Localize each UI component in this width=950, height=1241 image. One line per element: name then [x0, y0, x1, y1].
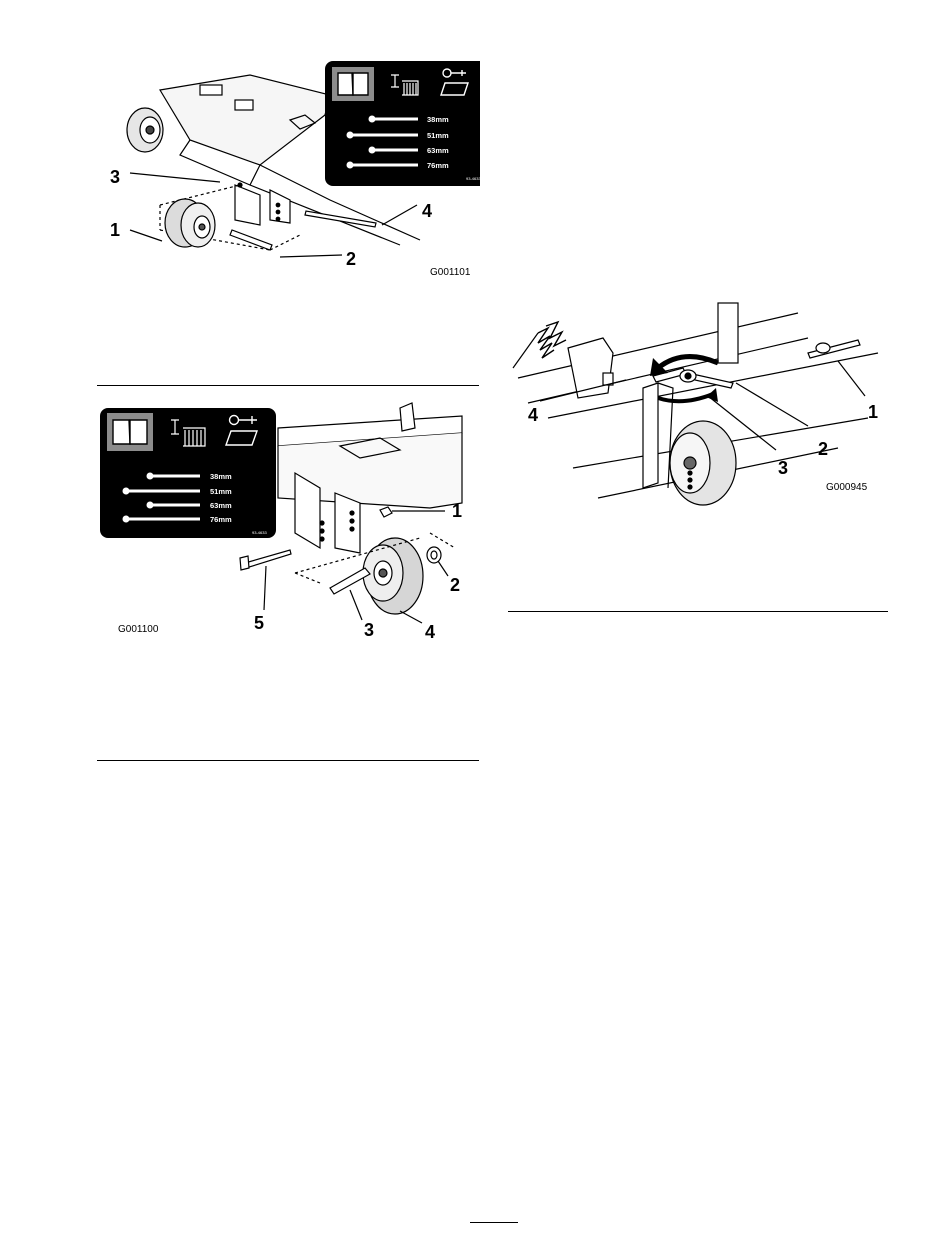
callout-1: 1: [868, 402, 878, 422]
decal-label-2: 51mm: [210, 487, 232, 496]
decal-code: 93-4633: [252, 530, 267, 535]
callout-3: 3: [778, 458, 788, 478]
callout-2: 2: [818, 439, 828, 459]
figure-id: G001100: [118, 624, 159, 635]
manual-icon: [113, 420, 147, 444]
callout-3: 3: [364, 620, 374, 640]
decal-label-3: 63mm: [210, 501, 232, 510]
figure-3: 1 2 3 4 G000945: [508, 298, 890, 508]
section-divider: [508, 611, 888, 612]
decal-label-2: 51mm: [427, 131, 449, 140]
decal-label-4: 76mm: [210, 515, 232, 524]
section-divider: [97, 385, 479, 386]
callout-2: 2: [450, 575, 460, 595]
manual-icon: [338, 73, 368, 95]
page-number-rule: [470, 1222, 518, 1223]
figure-3-deck-drawing: [513, 303, 878, 505]
decal-code: 93-4633: [466, 176, 480, 181]
callout-1: 1: [110, 220, 120, 240]
callout-2: 2: [346, 249, 356, 269]
callout-5: 5: [254, 613, 264, 633]
figure-id: G000945: [826, 482, 868, 493]
decal-label-1: 38mm: [210, 472, 232, 481]
figure-1: 38mm 51mm 63mm 76mm 93-4633 1 2 3 4 G001…: [100, 55, 480, 290]
decal-label-3: 63mm: [427, 146, 449, 155]
decal-label-1: 38mm: [427, 115, 449, 124]
section-divider: [97, 760, 479, 761]
callout-3: 3: [110, 167, 120, 187]
figure-2: 38mm 51mm 63mm 76mm 93-4633 1 2 3 4 5 G0…: [100, 398, 480, 648]
height-of-cut-decal: 38mm 51mm 63mm 76mm 93-4633: [100, 408, 276, 538]
callout-1: 1: [452, 501, 462, 521]
figure-id: G001101: [430, 267, 471, 278]
height-of-cut-decal: 38mm 51mm 63mm 76mm 93-4633: [325, 61, 480, 186]
callout-4: 4: [422, 201, 432, 221]
callout-4: 4: [425, 622, 435, 642]
callout-4: 4: [528, 405, 538, 425]
decal-label-4: 76mm: [427, 161, 449, 170]
